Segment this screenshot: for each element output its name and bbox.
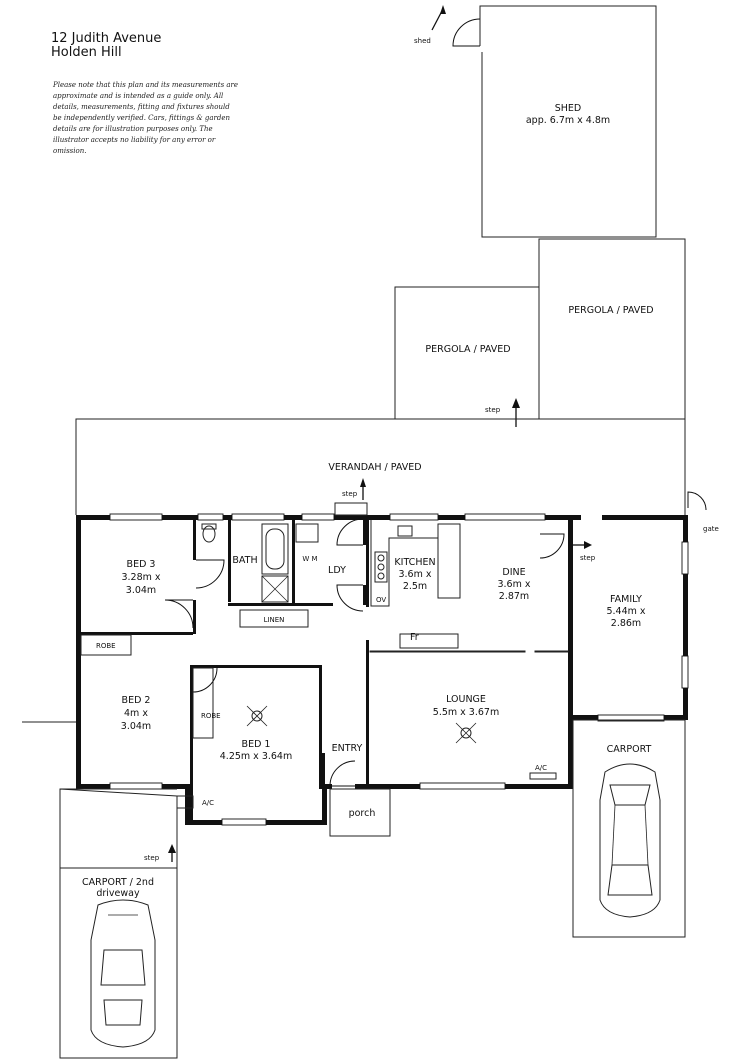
shed-area: shed SHED app. 6.7m x 4.8m [414,5,657,238]
kitchen-dimensions: 3.6m x [398,569,431,580]
arrow-head-icon [584,541,592,549]
shed-dimensions: app. 6.7m x 4.8m [526,115,610,126]
step-label-verandah: step [342,490,358,498]
disclaimer-line: be independently verified. Cars, fitting… [53,114,230,122]
lounge-label: LOUNGE [446,694,486,705]
kitchen-label: KITCHEN [394,557,435,568]
island-bench [437,523,461,599]
washing-machine-label: W M [302,555,317,563]
lounge-dimensions: 5.5m x 3.67m [433,707,499,718]
kitchen-fixtures [370,520,461,649]
ac-unit-icon [176,795,194,809]
carport-left-label: CARPORT / 2nd [82,877,154,888]
cooktop-icon [374,551,388,583]
address-line-1: 12 Judith Avenue [51,31,161,46]
disclaimer-line: approximate and is intended as a guide o… [53,92,223,100]
ac-unit-icon [529,772,557,780]
step-label-pergola: step [485,406,501,414]
car-icon [599,763,661,918]
shower-icon [261,575,289,603]
robe-bed2-label: ROBE [96,642,116,650]
shed-label: SHED [555,103,582,114]
bed1-dimensions: 4.25m x 3.64m [220,751,292,762]
family-label: FAMILY [610,594,642,605]
step-label-family: step [580,554,596,562]
kitchen-dimensions: 2.5m [403,581,427,592]
disclaimer-line: details, measurements, fitting and fixtu… [53,103,230,111]
sink-icon [397,525,413,537]
arrow-head-icon [440,5,446,14]
pergola-areas: PERGOLA / PAVED PERGOLA / PAVED step [394,238,686,427]
doors [164,502,565,787]
laundry-label: LDY [328,565,346,576]
bed2-label: BED 2 [122,695,151,706]
arrow-head-icon [168,844,176,853]
bed3-dimensions: 3.28m x [121,572,160,583]
porch-label: porch [349,808,376,819]
bed3-dimensions: 3.04m [126,585,156,596]
disclaimer-line: details are for illustration purposes on… [53,125,213,133]
arrow-head-icon [512,398,520,408]
oven-label: OV [376,596,386,604]
verandah-label: VERANDAH / PAVED [328,462,421,473]
family-dimensions: 2.86m [611,618,641,629]
carport-left-sublabel: driveway [96,888,140,899]
bed3-label: BED 3 [127,559,156,570]
disclaimer-line: Please note that this plan and its measu… [52,81,238,89]
bed2-dimensions: 4m x [124,708,148,719]
fridge-label: Fr [410,632,419,643]
interior-walls [81,520,569,825]
house-walls [76,513,689,826]
carport-left-area: step CARPORT / 2nd driveway [59,788,178,1059]
carport-right-area: CARPORT [572,719,686,938]
linen-label: LINEN [264,616,285,624]
gate-label: gate [703,525,719,533]
ac-lounge-label: A/C [535,764,547,772]
disclaimer-line: omission. [53,147,86,155]
dine-dimensions: 3.6m x [497,579,530,590]
step-label-carport: step [144,854,160,862]
pergola-right-label: PERGOLA / PAVED [568,305,653,316]
ceiling-fan-icon [455,722,477,744]
fridge-space [399,633,459,649]
family-dimensions: 5.44m x [606,606,645,617]
arrow-head-icon [360,478,366,487]
linen-cupboard [239,609,309,628]
shed-arrow-label: shed [414,37,431,45]
car-icon [90,899,156,1048]
carport-right-label: CARPORT [607,744,652,755]
ceiling-fan-icon [246,705,268,727]
washing-machine-icon [295,523,319,543]
bath-label: BATH [232,555,257,566]
dine-label: DINE [502,567,525,578]
bed2-dimensions: 3.04m [121,721,151,732]
robe-bed1 [192,667,214,739]
entry-label: ENTRY [332,743,363,754]
toilet-icon [202,525,216,543]
gate-door [687,491,707,511]
disclaimer-note: Please note that this plan and its measu… [52,81,238,155]
bathroom-fixtures [201,523,319,628]
bed1-label: BED 1 [242,739,271,750]
dine-dimensions: 2.87m [499,591,529,602]
address-line-2: Holden Hill [51,45,122,60]
bathtub-icon [261,523,289,575]
robe-bed2 [80,634,132,656]
porch-area [329,788,391,837]
pergola-left-label: PERGOLA / PAVED [425,344,510,355]
verandah-area: VERANDAH / PAVED step gate [75,418,719,533]
disclaimer-line: illustrator accepts no liability for any… [53,136,216,144]
ac-bed-label: A/C [202,799,214,807]
robe-bed1-label: ROBE [201,712,221,720]
